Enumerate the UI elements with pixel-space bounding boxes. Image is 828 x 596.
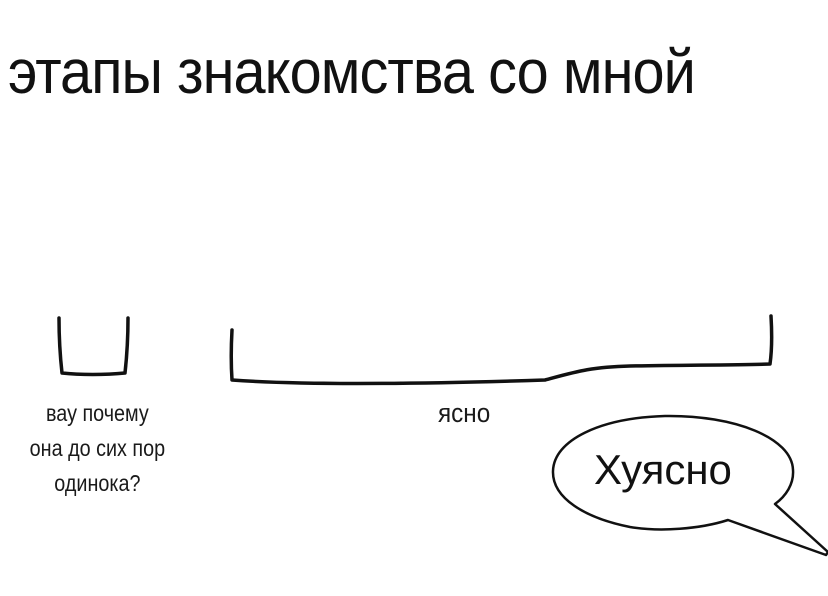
speech-bubble-outline [551,414,828,557]
meme-title: этапы знакомства со мной [8,38,696,107]
stage-one-caption-line: одинока? [54,470,141,496]
long-bracket [229,314,774,386]
stage-two-caption: ясно [438,398,491,428]
stage-one-caption-line: вау почему [46,400,149,426]
stage-one-caption-line: она до сих пор [29,435,166,461]
speech-bubble-text: Хуясно [594,446,732,493]
stage-one-caption: вау почему она до сих пор одинока? [20,396,175,501]
short-bracket [57,316,130,377]
